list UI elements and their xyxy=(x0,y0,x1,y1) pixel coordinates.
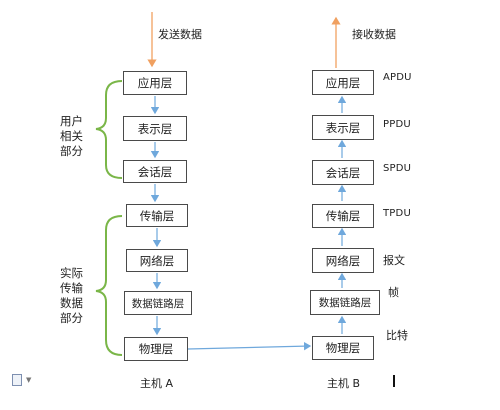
host-b-layer-network: 网络层 xyxy=(312,248,374,273)
host-a-layer-data-link: 数据链路层 xyxy=(124,291,192,315)
send-data-label: 发送数据 xyxy=(158,28,202,41)
host-b-layer-application: 应用层 xyxy=(312,70,374,95)
unit-bit: 比特 xyxy=(386,329,408,342)
physical-link-arrow xyxy=(187,341,312,351)
host-b-layer-presentation: 表示层 xyxy=(312,115,374,140)
host-b-label: 主机 B xyxy=(327,377,361,390)
unit-ppdu: PPDU xyxy=(383,119,411,130)
unit-tpdu: TPDU xyxy=(383,208,411,219)
user-related-group-label: 用户 相关 部分 xyxy=(60,114,83,158)
host-b-layer-session: 会话层 xyxy=(312,160,374,185)
host-a-layer-session: 会话层 xyxy=(123,160,187,183)
host-a-layer-network: 网络层 xyxy=(126,249,188,272)
host-a-layer-transport: 传输层 xyxy=(126,204,188,227)
host-b-layer-physical: 物理层 xyxy=(312,336,374,360)
unit-apdu: APDU xyxy=(383,72,412,83)
host-a-layer-presentation: 表示层 xyxy=(123,116,187,141)
transport-data-group-label: 实际 传输 数据 部分 xyxy=(60,266,83,325)
host-b-layer-transport: 传输层 xyxy=(312,204,374,228)
transport-bracket xyxy=(95,215,123,356)
unit-spdu: SPDU xyxy=(383,163,412,174)
unit-frame: 帧 xyxy=(388,286,399,299)
host-b-layer-data-link: 数据链路层 xyxy=(310,290,380,315)
unit-message: 报文 xyxy=(383,254,405,267)
host-a-arrows xyxy=(150,96,162,336)
text-cursor xyxy=(393,375,395,387)
document-icon[interactable] xyxy=(12,374,22,386)
user-bracket xyxy=(95,80,123,179)
chevron-down-icon[interactable]: ▼ xyxy=(26,376,32,384)
host-a-label: 主机 A xyxy=(140,377,174,390)
receive-data-label: 接收数据 xyxy=(352,28,396,41)
host-a-layer-physical: 物理层 xyxy=(124,337,188,361)
host-a-layer-application: 应用层 xyxy=(123,71,187,95)
